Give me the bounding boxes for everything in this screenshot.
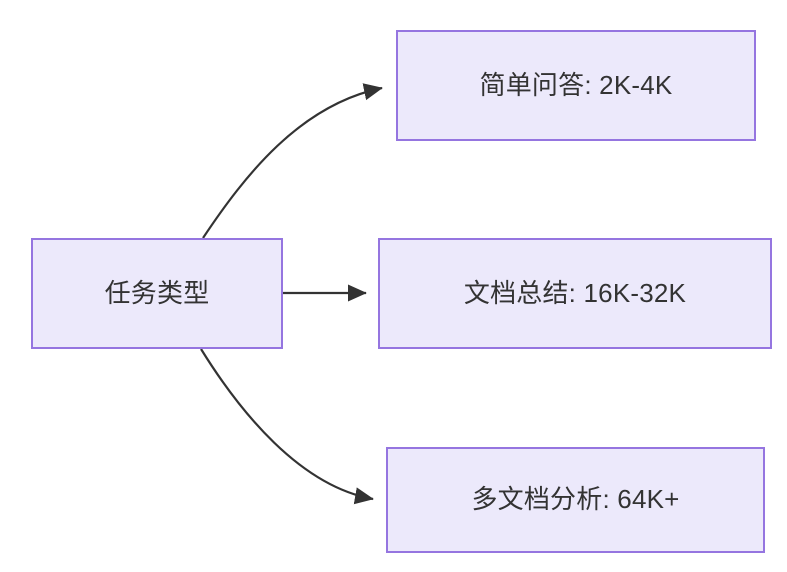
node-multidoc-analysis[interactable]: 多文档分析: 64K+ [386,447,765,553]
edge-source-to-multidoc-analysis [200,348,374,505]
node-task-type[interactable]: 任务类型 [31,238,283,349]
node-label: 多文档分析: 64K+ [471,484,680,515]
node-label: 文档总结: 16K-32K [463,277,687,308]
node-label: 简单问答: 2K-4K [479,69,673,100]
node-simple-qa[interactable]: 简单问答: 2K-4K [396,30,756,141]
edge-source-to-simple-qa [202,83,383,239]
node-doc-summary[interactable]: 文档总结: 16K-32K [378,238,772,349]
node-label: 任务类型 [104,277,210,308]
